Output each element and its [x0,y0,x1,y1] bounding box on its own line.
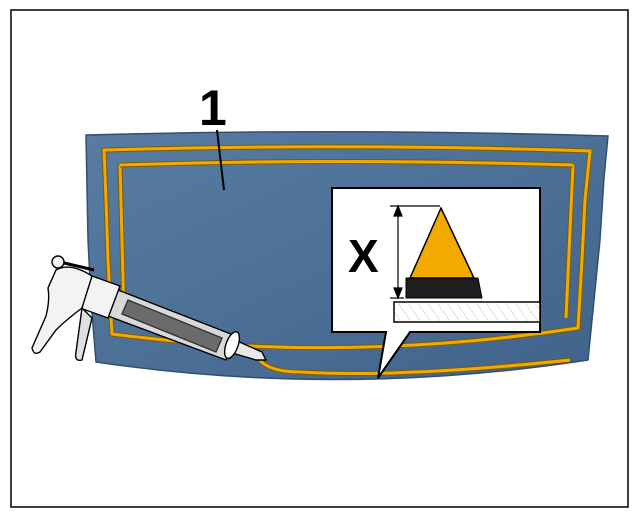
caulking-gun [31,255,268,362]
gun-trigger [74,306,93,362]
gun-handle [31,266,93,355]
callout-leader-line [216,129,225,191]
callout-number: 1 [199,80,227,136]
primer-base [405,277,483,299]
bead-triangle [408,206,476,279]
dimension-label: X [348,230,379,282]
dimension-arrow [390,204,440,300]
detail-callout: X [331,187,541,379]
gun-plunger [59,260,95,272]
